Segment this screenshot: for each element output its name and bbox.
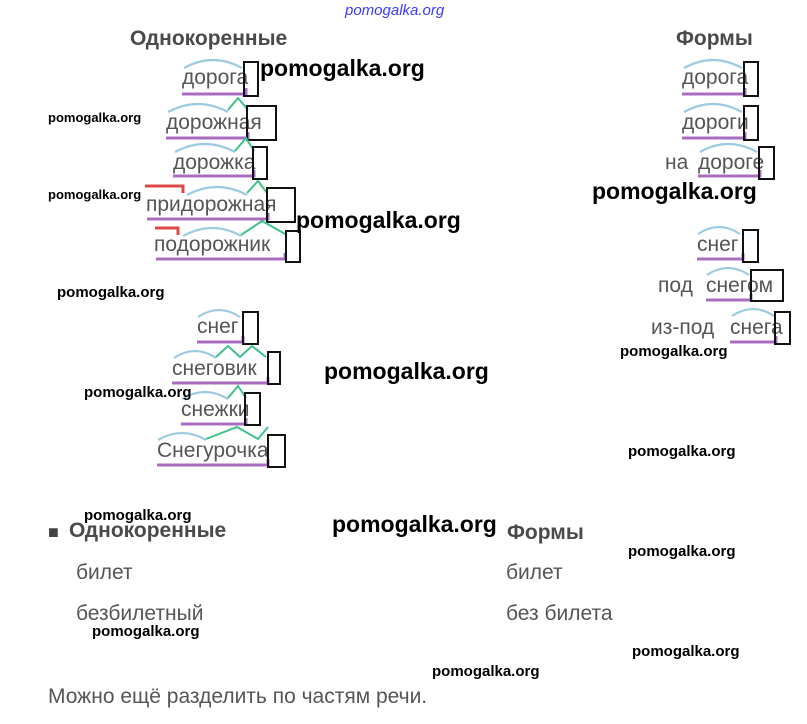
word-snegurochka: Снегурочка [157, 439, 269, 462]
form-pod: под [658, 274, 693, 297]
word-bilet: билет [76, 561, 133, 584]
watermark: pomogalka.org [48, 187, 142, 202]
form-bilet: билет [506, 561, 563, 584]
word-dorozhka: дорожка [173, 151, 256, 174]
heading-cognates: Однокоренные [130, 27, 288, 50]
form-bez-bileta: без билета [506, 602, 613, 625]
watermark: pomogalka.org [620, 343, 728, 360]
form-sneg: снег [697, 233, 739, 256]
watermark: pomogalka.org [332, 511, 497, 537]
form-snegom: снегом [706, 274, 774, 297]
word-snegovik: снеговик [172, 357, 257, 380]
word-sneg: снег [197, 315, 239, 338]
form-doroge: дороге [698, 151, 765, 174]
word-doroga: дорога [182, 66, 249, 89]
word-podorozhnik: подорожник [154, 233, 271, 256]
watermark: pomogalka.org [632, 643, 740, 660]
heading-forms-2: Формы [507, 521, 584, 544]
word-bezbiletnyy: безбилетный [76, 602, 204, 625]
watermark: pomogalka.org [432, 663, 540, 680]
word-snezhki: снежки [181, 398, 250, 421]
form-iz-pod: из-под [651, 316, 715, 339]
footer-note: Можно ещё разделить по частям речи. [48, 685, 428, 708]
watermark: pomogalka.org [628, 543, 736, 560]
top-watermark: pomogalka.org [345, 2, 445, 19]
watermark: pomogalka.org [296, 207, 461, 233]
form-dorogi: дороги [682, 111, 749, 134]
watermark: pomogalka.org [92, 623, 200, 640]
heading-cognates-2: Однокоренные [69, 519, 227, 542]
watermark: pomogalka.org [592, 178, 757, 204]
heading-forms: Формы [676, 27, 753, 50]
form-na: на [665, 151, 689, 174]
form-doroga: дорога [682, 66, 749, 89]
word-dorozhnaya: дорожная [166, 111, 262, 134]
watermark: pomogalka.org [628, 443, 736, 460]
watermark: pomogalka.org [84, 384, 192, 401]
bullet-marker: ■ [48, 522, 59, 542]
form-snega: снега [730, 316, 783, 339]
watermark: pomogalka.org [84, 507, 192, 524]
watermark: pomogalka.org [260, 55, 425, 81]
watermark: pomogalka.org [324, 358, 489, 384]
watermark: pomogalka.org [48, 110, 142, 125]
word-pridorozhnaya: придорожная [146, 193, 277, 216]
watermark: pomogalka.org [57, 284, 165, 301]
